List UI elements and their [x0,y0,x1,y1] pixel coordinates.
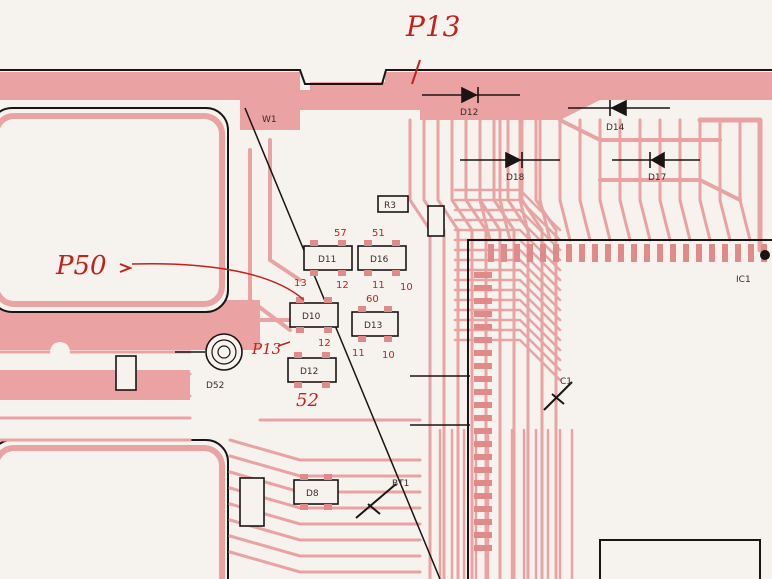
trace [598,118,612,242]
board-outline [0,69,772,85]
trace [408,118,432,579]
trace [453,308,562,352]
annotation-p13-side: P13 [251,340,281,358]
trace [453,208,562,252]
pin-label-12a: 12 [336,280,349,291]
trace [638,118,652,242]
trace [658,118,672,242]
label-d17: D17 [648,173,666,183]
pin-label-60: 60 [366,294,379,305]
trace [453,268,562,312]
trace [478,118,492,242]
label-d12: D12 [460,108,478,118]
diode-row [422,86,700,169]
pin-label-51: 51 [372,228,385,239]
pin-label-13a: 13 [294,278,307,289]
trace [453,218,562,262]
annotation-p13-top: P13 [405,10,460,43]
trace [697,117,763,253]
trace [618,118,632,242]
label-d52: D52 [206,381,224,391]
label-r3: R3 [384,201,396,211]
trace [228,534,422,558]
trace [450,118,474,579]
diode-d18 [460,151,560,169]
trace [738,118,752,242]
connector-outline [599,539,761,579]
trace [558,118,722,142]
trace [558,118,572,242]
handwritten-annotations: P13 P50 P13 57 51 13 12 11 10 60 12 11 1… [55,10,460,411]
trace [436,118,460,579]
reference-lines [175,107,470,579]
window-cutouts [0,107,229,579]
label-d11: D11 [318,255,336,265]
label-w1: W1 [262,115,277,125]
smd-components [115,195,445,527]
ic1-footprint [467,239,772,579]
trace [518,118,532,242]
trace [453,278,562,322]
diode-d17 [612,151,700,169]
annotation-p50: P50 [55,251,107,281]
label-c1: C1 [560,377,572,387]
label-bt1: BT1 [392,479,409,489]
label-d14: D14 [606,123,625,133]
bt1-symbol [355,381,573,519]
pin-label-57: 57 [334,228,347,239]
trace [598,178,742,202]
trace [498,118,512,242]
pin-label-52: 52 [296,390,319,411]
trace [228,438,422,462]
label-d8: D8 [306,489,319,499]
label-d18: D18 [506,173,525,183]
trace [453,228,562,272]
trace [578,118,592,242]
label-d16: D16 [370,255,389,265]
diode-d12 [422,86,520,104]
diode-d14 [568,99,670,117]
trace [718,118,732,242]
label-d12b: D12 [300,367,318,377]
pin-label-11b: 11 [352,348,365,359]
pin-label-10a: 10 [400,282,413,293]
label-ic1: IC1 [736,275,751,285]
label-d13: D13 [364,321,382,331]
trace [678,118,692,242]
d52-led [50,333,243,371]
trace [453,318,562,362]
trace [698,118,712,242]
trace [228,550,422,574]
label-d10: D10 [302,312,321,322]
smd-pads [294,240,400,510]
pin-label-12b: 12 [318,338,331,349]
pin-label-11a: 11 [372,280,385,291]
pin-label-10b: 10 [382,350,395,361]
silkscreen-labels: W1 D12 D14 D18 D17 D11 D16 D10 D13 D12 D… [206,108,751,499]
trace [538,118,552,242]
trace [268,138,302,282]
